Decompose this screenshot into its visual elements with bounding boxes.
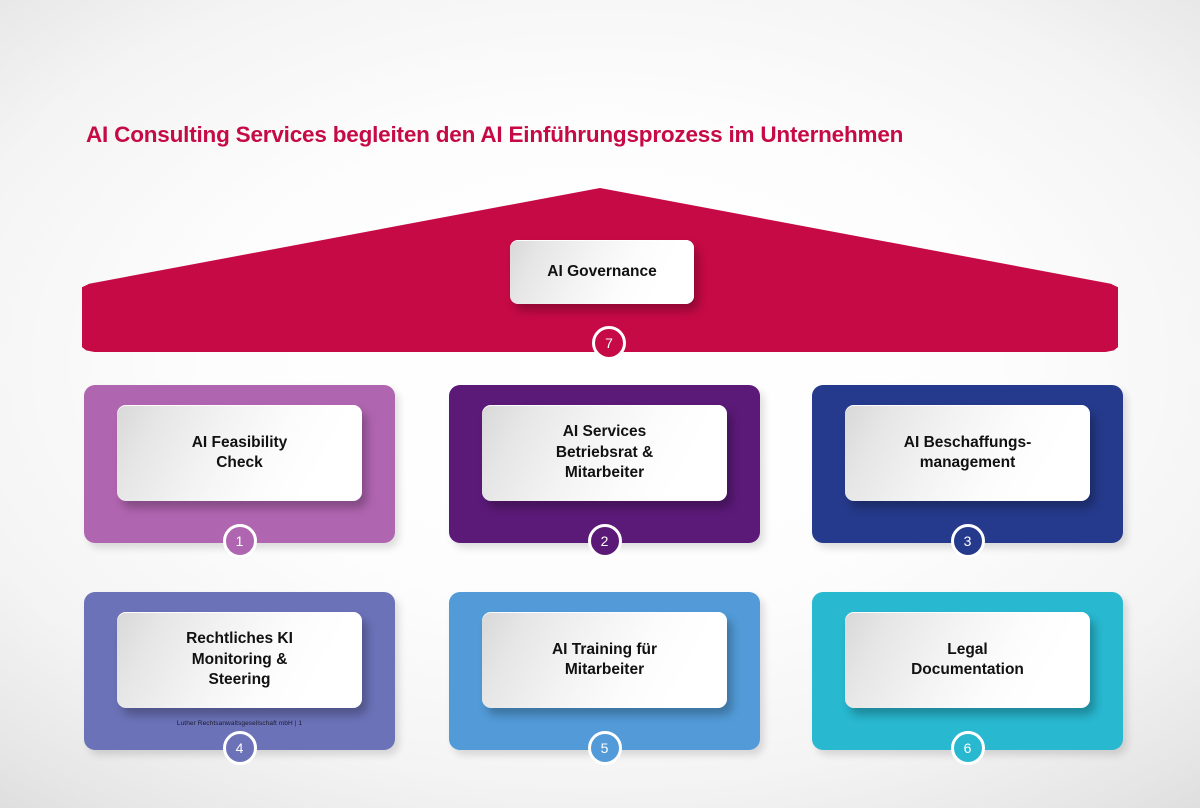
pillar-5-number-badge: 5 [587,731,622,765]
pillar-5-card: AI Training für Mitarbeiter [482,612,727,708]
pillar-6[interactable]: Legal Documentation 6 [812,592,1123,765]
pillar-6-number: 6 [963,740,972,756]
pillar-2-number-badge: 2 [587,524,622,558]
governance-number: 7 [605,335,613,351]
governance-number-badge: 7 [592,326,626,360]
pillar-5-label-line2: Mitarbeiter [564,661,645,678]
pillar-1-number: 1 [235,533,244,549]
pillar-4-number: 4 [235,740,244,756]
pillar-4-label-line3: Steering [208,671,271,689]
pillar-6-label-line1: Legal [947,640,988,658]
pillar-3-label-line1: AI Beschaffungs- [903,433,1032,451]
pillar-1-label-line1: AI Feasibility [191,433,288,451]
pillar-2-label-line3: Mitarbeiter [564,464,645,482]
pillar-6-card: Legal Documentation [845,612,1090,708]
governance-card-label: AI Governance [547,262,657,280]
governance-card[interactable]: AI Governance [510,240,694,304]
pillar-6-label-line2: Documentation [911,661,1024,678]
pillar-5-number: 5 [600,740,609,756]
pillar-1-card: AI Feasibility Check [117,405,362,501]
pillar-3[interactable]: AI Beschaffungs- management 3 [812,385,1123,558]
pillar-4-label-line2: Monitoring & [191,650,288,668]
pillar-2-label-line1: AI Services [562,423,647,441]
pillar-6-number-badge: 6 [950,731,985,765]
pillar-3-card: AI Beschaffungs- management [845,405,1090,501]
pillar-3-number-badge: 3 [950,524,985,558]
pillar-4-label-line1: Rechtliches KI [186,630,293,648]
pillar-2-label-line2: Betriebsrat & [555,443,654,461]
pillar-2[interactable]: AI Services Betriebsrat & Mitarbeiter 2 [449,385,760,558]
pillar-3-label-line2: management [919,454,1016,471]
pillar-4-card: Rechtliches KI Monitoring & Steering [117,612,362,708]
pillar-1[interactable]: AI Feasibility Check 1 [84,385,395,558]
pillar-2-card: AI Services Betriebsrat & Mitarbeiter [482,405,727,501]
pillar-1-number-badge: 1 [222,524,257,558]
slide-footer-text: Luther Rechtsanwaltsgesellschaft mbH | 1 [176,719,303,727]
pillar-5-label-line1: AI Training für [551,640,658,658]
pillar-3-number: 3 [963,533,972,549]
pillar-5[interactable]: AI Training für Mitarbeiter 5 [449,592,760,765]
page-title: AI Consulting Services begleiten den AI … [86,122,904,147]
pillar-4[interactable]: Rechtliches KI Monitoring & Steering Lut… [84,592,395,765]
pillar-2-number: 2 [600,533,609,549]
pillar-1-label-line2: Check [216,454,263,471]
pillar-4-number-badge: 4 [222,731,257,765]
